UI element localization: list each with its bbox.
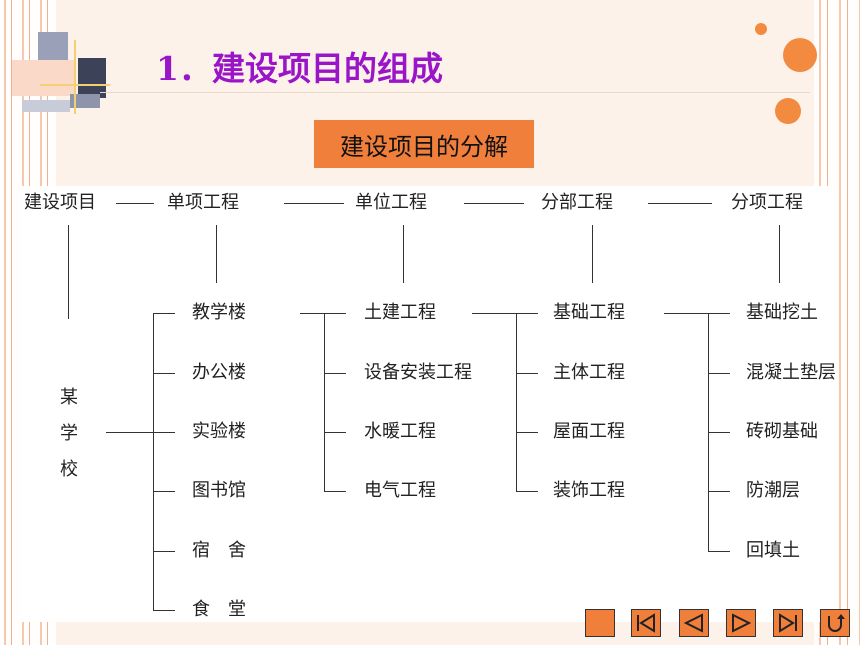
- root-char: 校: [60, 459, 78, 480]
- header-item-project: 分项工程: [731, 192, 803, 213]
- decor-circle-medium: [775, 98, 801, 124]
- last-slide-button[interactable]: [773, 609, 803, 637]
- single-project-item: 宿 舍: [192, 540, 246, 561]
- header-drop-line: [216, 225, 217, 283]
- header-construction-project: 建设项目: [24, 192, 96, 213]
- return-button[interactable]: [820, 609, 850, 637]
- single-project-item: 教学楼: [192, 302, 246, 323]
- header-unit-project: 单位工程: [355, 192, 427, 213]
- item-connector: [664, 313, 730, 314]
- next-slide-icon: [732, 613, 752, 633]
- previous-slide-button[interactable]: [679, 609, 709, 637]
- header-drop-line: [592, 225, 593, 283]
- header-connector: [284, 203, 344, 204]
- header-connector: [648, 203, 712, 204]
- root-char: 某: [60, 387, 78, 408]
- division-project-item: 基础工程: [553, 302, 625, 323]
- single-bracket: [153, 313, 154, 611]
- division-project-item: 装饰工程: [553, 480, 625, 501]
- first-slide-icon: [637, 613, 655, 633]
- header-drop-line: [68, 225, 69, 319]
- item-project-item: 防潮层: [746, 480, 800, 501]
- decor-circle-small: [755, 23, 767, 35]
- header-drop-line: [779, 225, 780, 283]
- header-connector: [116, 203, 154, 204]
- subtitle-badge: 建设项目的分解: [314, 120, 534, 168]
- previous-slide-icon: [683, 613, 703, 633]
- division-bracket: [516, 313, 517, 492]
- unit-project-item: 土建工程: [364, 302, 436, 323]
- unit-project-item: 水暖工程: [364, 421, 436, 442]
- diagram-panel: [22, 186, 834, 622]
- slide-title: 1．建设项目的组成: [156, 49, 443, 88]
- unit-connector: [300, 313, 346, 314]
- header-division-project: 分部工程: [541, 192, 613, 213]
- single-project-item: 实验楼: [192, 421, 246, 442]
- header-drop-line: [403, 225, 404, 283]
- unit-project-item: 设备安装工程: [364, 362, 472, 383]
- title-underline: [100, 92, 810, 93]
- unit-bracket: [324, 313, 325, 492]
- item-project-item: 混凝土垫层: [746, 362, 836, 383]
- item-project-item: 回填土: [746, 540, 800, 561]
- division-project-item: 屋面工程: [553, 421, 625, 442]
- item-project-item: 砖砌基础: [746, 421, 818, 442]
- division-project-item: 主体工程: [553, 362, 625, 383]
- item-project-item: 基础挖土: [746, 302, 818, 323]
- decor-circle-large: [783, 38, 817, 72]
- blank-nav-button[interactable]: [585, 609, 615, 637]
- header-connector: [464, 203, 524, 204]
- single-project-item: 办公楼: [192, 362, 246, 383]
- next-slide-button[interactable]: [726, 609, 756, 637]
- header-single-project: 单项工程: [167, 192, 239, 213]
- single-project-item: 图书馆: [192, 480, 246, 501]
- unit-project-item: 电气工程: [364, 480, 436, 501]
- root-char: 学: [60, 423, 78, 444]
- root-connector: [106, 432, 154, 433]
- last-slide-icon: [779, 613, 797, 633]
- single-project-item: 食 堂: [192, 599, 246, 620]
- return-icon: [828, 614, 845, 632]
- division-connector: [472, 313, 538, 314]
- first-slide-button[interactable]: [631, 609, 661, 637]
